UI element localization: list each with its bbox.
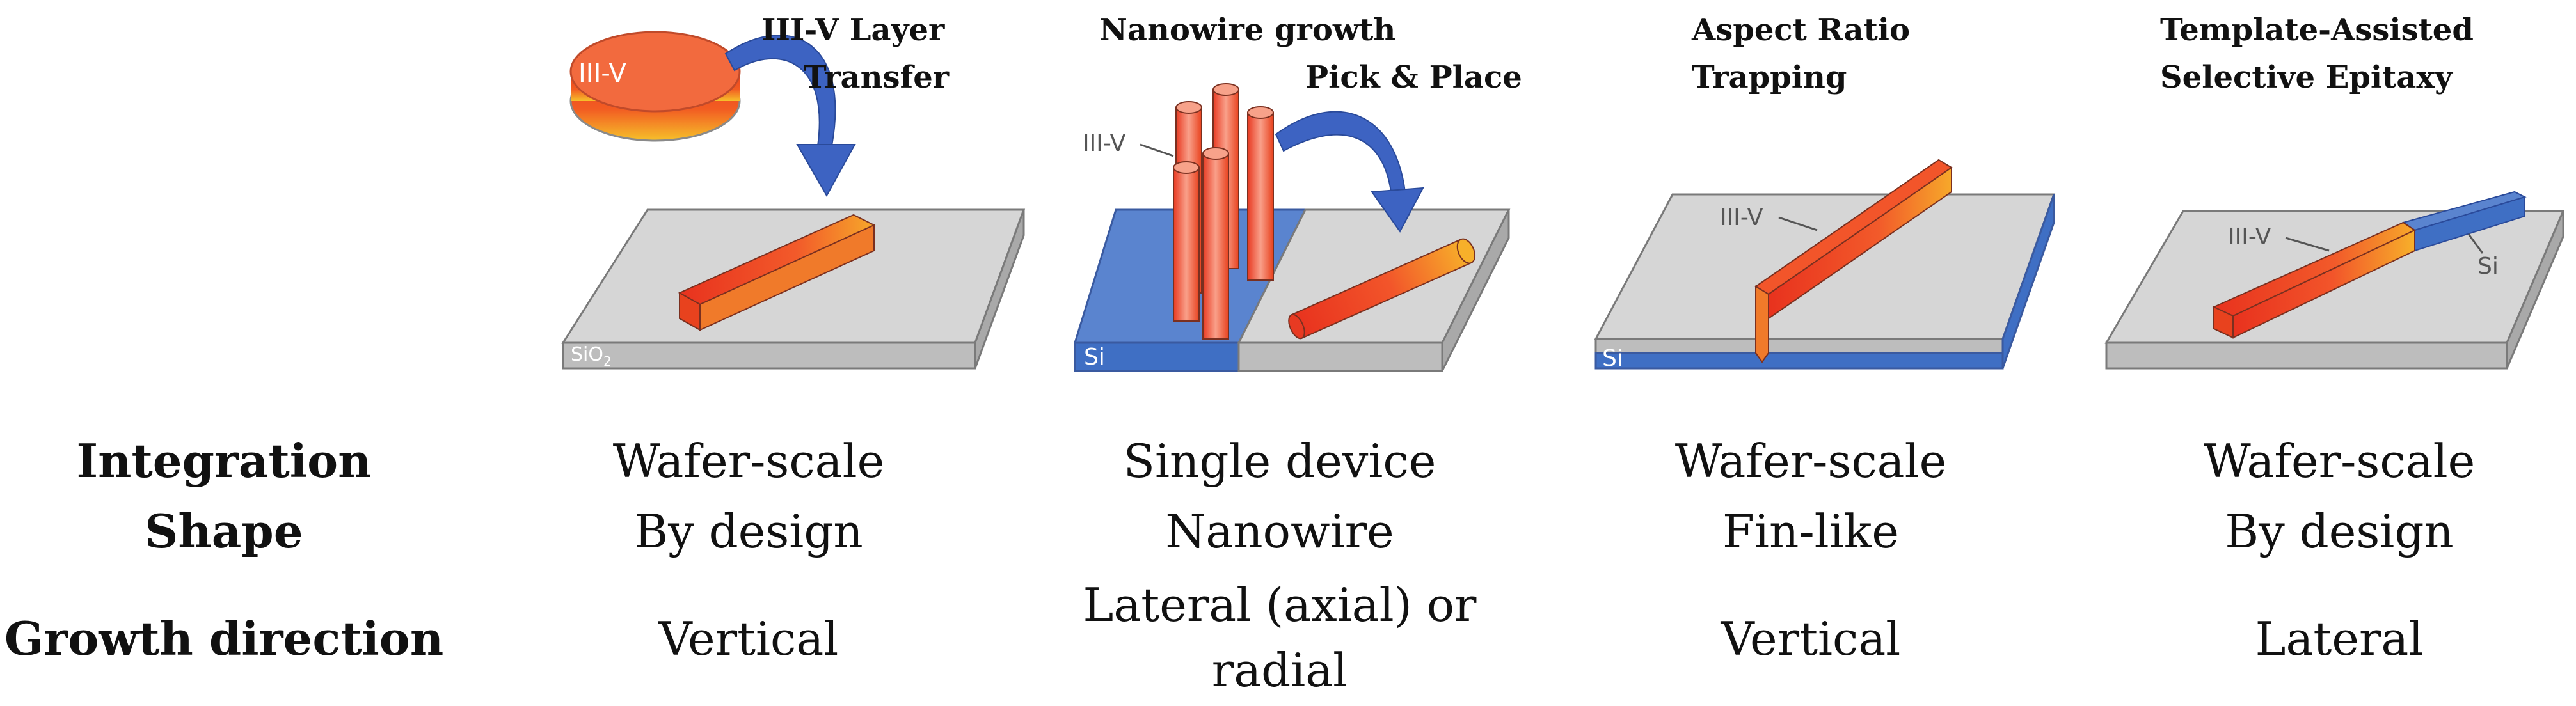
art-si-front — [1594, 352, 2004, 370]
si-label: Si — [1084, 344, 1105, 370]
panel-tase: III-V Si — [2104, 191, 2565, 370]
panel1-title-line1: III-V Layer — [761, 12, 945, 48]
art-oxide-front — [1594, 338, 2004, 354]
col2-growth-line2: radial — [1211, 643, 1348, 697]
transfer-arrowhead-icon — [796, 144, 856, 198]
col1-integration: Wafer-scale — [612, 434, 885, 488]
panel-aspect-ratio-trapping: Si III-V — [1594, 159, 2056, 372]
art-si-side — [2001, 194, 2055, 369]
tase-substrate-side — [2506, 210, 2564, 369]
iii-v-bar-side — [699, 224, 875, 331]
row-label-shape: Shape — [145, 504, 303, 558]
col1-growth: Vertical — [658, 612, 839, 666]
row-label-growth-direction: Growth direction — [4, 611, 444, 666]
col3-growth: Vertical — [1721, 612, 1901, 666]
panel-layer-transfer: SiO2 III-V — [561, 31, 1026, 370]
nanowire-array — [1173, 83, 1274, 340]
sio2-substrate-front — [562, 341, 976, 370]
panel4-title-line2: Selective Epitaxy — [2160, 59, 2453, 95]
panel3-title-line2: Trapping — [1692, 59, 1847, 95]
col2-growth-line1: Lateral (axial) or — [1083, 578, 1477, 632]
fin-front — [1755, 285, 1769, 363]
oxide-substrate-front — [1237, 341, 1443, 372]
tase-substrate-front — [2105, 341, 2508, 370]
pick-place-arrowhead-icon — [1371, 187, 1424, 233]
panel2-title-line2: Pick & Place — [1305, 59, 1522, 95]
panel-nanowire: Si III-V — [1073, 83, 1511, 372]
tase-bar-front — [2213, 306, 2234, 339]
tase-material-label: III-V — [2228, 224, 2271, 250]
col3-integration: Wafer-scale — [1674, 434, 1947, 488]
panel1-title-line2: Transfer — [804, 59, 950, 95]
oxide-substrate-side — [1441, 209, 1510, 372]
art-material-label: III-V — [1720, 205, 1763, 231]
nanowire-material-label: III-V — [1083, 130, 1126, 157]
disk-label: III-V — [578, 59, 626, 88]
panel2-title-line1: Nanowire growth — [1099, 12, 1396, 48]
col3-shape: Fin-like — [1722, 505, 1899, 558]
pick-place-arrow-icon — [1275, 111, 1406, 192]
col4-shape: By design — [2225, 505, 2454, 558]
panel3-title-line1: Aspect Ratio — [1692, 12, 1910, 48]
tase-si-label: Si — [2477, 253, 2499, 279]
col2-shape: Nanowire — [1165, 505, 1394, 558]
col1-shape: By design — [634, 505, 863, 558]
col2-integration: Single device — [1123, 434, 1436, 488]
col4-growth: Lateral — [2255, 612, 2424, 666]
integration-methods-diagram: SiO2 III-V Si — [561, 31, 2565, 372]
sio2-substrate-side — [974, 209, 1025, 369]
panel4-title-line1: Template-Assisted — [2160, 12, 2474, 48]
row-label-integration: Integration — [76, 434, 372, 488]
art-si-label: Si — [1602, 345, 1623, 372]
lying-nanowire — [1288, 238, 1476, 340]
iii-v-disk-top — [569, 31, 741, 113]
col4-integration: Wafer-scale — [2203, 434, 2476, 488]
